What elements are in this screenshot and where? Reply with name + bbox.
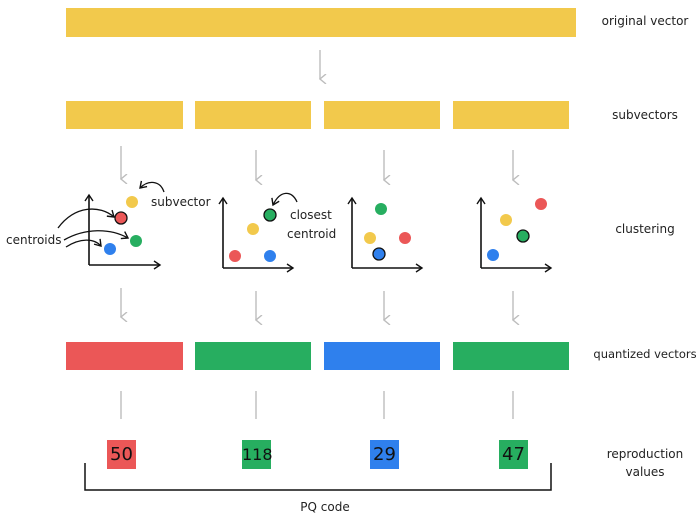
subvector-bar-2 — [195, 101, 311, 129]
original-vector-bar — [66, 8, 576, 37]
code-box-2: 118 — [242, 440, 273, 469]
centroid-point-selected — [263, 208, 277, 222]
centroid-point — [399, 232, 411, 244]
row-label-original-vector: original vector — [601, 14, 689, 28]
plot-axes-3 — [347, 196, 424, 273]
annotation-arrow — [65, 238, 102, 248]
subvector-point — [126, 196, 138, 208]
centroid-point — [375, 203, 387, 215]
subvector-bar-1 — [66, 101, 183, 129]
subvector-point — [247, 223, 259, 235]
code-box-3: 29 — [370, 440, 399, 469]
row-label-values: values — [625, 465, 665, 479]
pq-code-bracket — [84, 463, 552, 491]
centroid-point — [130, 235, 142, 247]
row-label-clustering: clustering — [615, 222, 675, 236]
subvector-point — [500, 214, 512, 226]
annotation-arrow — [63, 230, 130, 241]
annotation-centroids: centroids — [6, 233, 62, 247]
centroid-point — [264, 250, 276, 262]
annotation-closest: closest — [290, 208, 332, 222]
plot-axes-1 — [84, 193, 162, 270]
centroid-point-selected — [372, 247, 386, 261]
code-box-1: 50 — [107, 440, 136, 469]
annotation-subvector: subvector — [151, 195, 211, 209]
row-label-quantized-vectors: quantized vectors — [593, 347, 697, 361]
quantized-bar-4 — [453, 342, 569, 370]
centroid-point-selected — [114, 211, 128, 225]
plot-axes-4 — [476, 196, 553, 273]
centroid-point — [487, 249, 499, 261]
annotation-arrow — [57, 208, 115, 229]
row-label-subvectors: subvectors — [612, 108, 678, 122]
code-box-4: 47 — [499, 440, 528, 469]
centroid-point — [535, 198, 547, 210]
row-label-reproduction: reproduction — [606, 447, 684, 461]
quantized-bar-3 — [324, 342, 440, 370]
quantized-bar-2 — [195, 342, 311, 370]
pq-code-label: PQ code — [300, 500, 350, 514]
plot-axes-2 — [218, 196, 295, 273]
subvector-point — [364, 232, 376, 244]
centroid-point — [104, 243, 116, 255]
centroid-point-selected — [516, 229, 530, 243]
centroid-point — [229, 250, 241, 262]
annotation-centroid: centroid — [287, 227, 336, 241]
subvector-bar-3 — [324, 101, 440, 129]
quantized-bar-1 — [66, 342, 183, 370]
annotation-arrow — [271, 192, 298, 207]
annotation-arrow — [139, 180, 165, 193]
subvector-bar-4 — [453, 101, 569, 129]
